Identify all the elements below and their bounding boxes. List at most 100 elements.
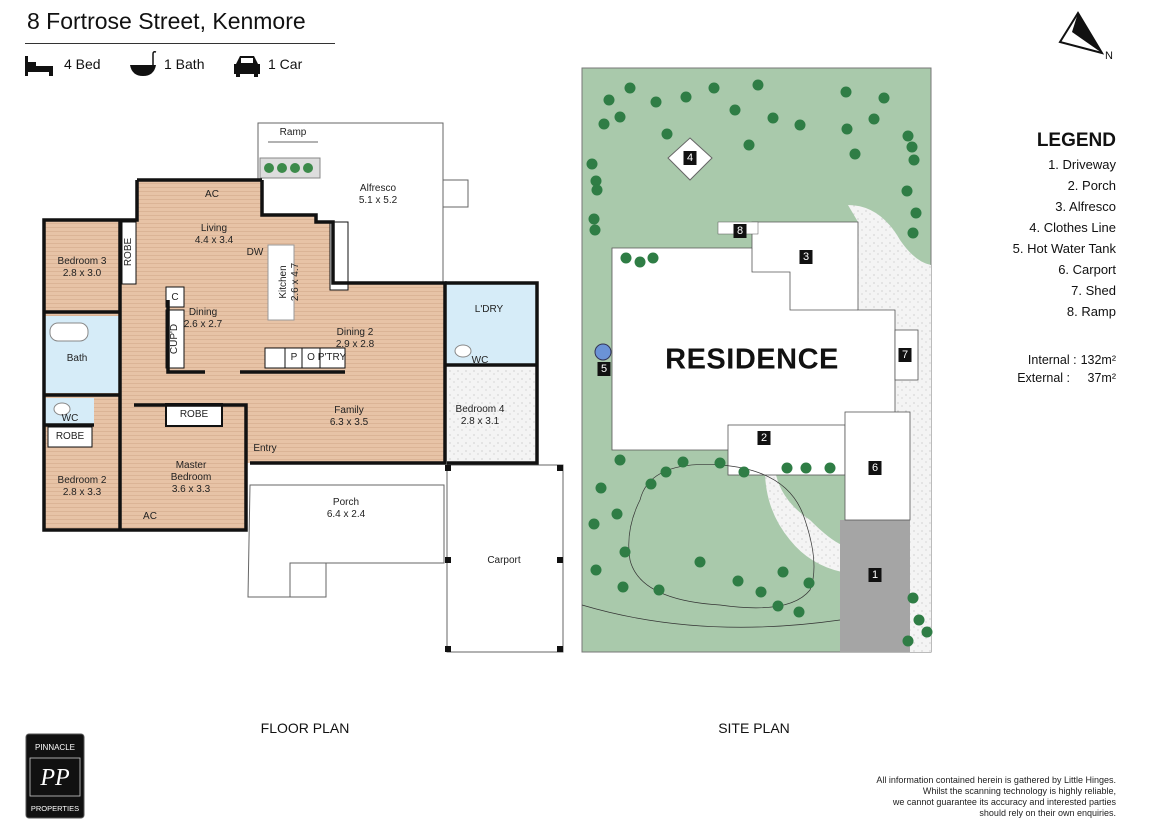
north-arrow-icon <box>1058 11 1105 55</box>
tree-icon <box>824 462 836 474</box>
room-wc-2: WC <box>471 355 489 366</box>
external-area-label: External : <box>1017 371 1070 385</box>
tree-icon <box>840 86 852 98</box>
trees <box>586 79 933 647</box>
pantry-p-label: P <box>290 352 298 363</box>
legend-item: 4. Clothes Line <box>1029 220 1116 235</box>
tree-icon <box>878 92 890 104</box>
bed-icon <box>25 56 53 76</box>
external-area-value: 37m² <box>1087 371 1116 385</box>
tree-icon <box>743 139 755 151</box>
pantry-label: P'TRY <box>317 352 347 363</box>
tree-icon <box>772 600 784 612</box>
tree-icon <box>913 614 925 626</box>
floor-plan-caption: FLOOR PLAN <box>260 720 350 736</box>
tree-icon <box>767 112 779 124</box>
bed-count: 4 Bed <box>64 56 101 72</box>
tree-icon <box>906 141 918 153</box>
room-carport: Carport <box>487 555 521 566</box>
tree-icon <box>647 252 659 264</box>
tree-icon <box>777 566 789 578</box>
tree-icon <box>907 227 919 239</box>
title-divider <box>25 43 335 44</box>
bath-icon <box>130 51 157 76</box>
tree-icon <box>803 577 815 589</box>
tree-icon <box>738 466 750 478</box>
entry-label: Entry <box>253 443 277 454</box>
marker-3: 3 <box>799 250 813 264</box>
dishwasher-label: DW <box>246 247 264 258</box>
disclaimer-line: All information contained herein is gath… <box>876 775 1116 785</box>
tree-icon <box>653 584 665 596</box>
tree-icon <box>800 462 812 474</box>
tree-icon <box>849 148 861 160</box>
tree-icon <box>611 508 623 520</box>
site-plan-caption: SITE PLAN <box>718 720 790 736</box>
tree-icon <box>591 184 603 196</box>
svg-text:PINNACLE: PINNACLE <box>35 743 75 752</box>
tree-icon <box>624 82 636 94</box>
disclaimer: All information contained herein is gath… <box>876 775 1116 819</box>
floor-plan <box>42 122 564 653</box>
tree-icon <box>634 256 646 268</box>
room-bath: Bath <box>66 353 88 364</box>
tree-icon <box>868 113 880 125</box>
tree-icon <box>660 466 672 478</box>
bedroom4-floor <box>445 365 537 463</box>
room-laundry: L'DRY <box>474 304 504 315</box>
tree-icon <box>901 185 913 197</box>
tree-icon <box>677 456 689 468</box>
tree-icon <box>620 252 632 264</box>
tree-icon <box>752 79 764 91</box>
marker-8: 8 <box>733 224 747 238</box>
site-plan <box>581 67 933 653</box>
robe-label: ROBE <box>179 409 209 420</box>
ramp-label: Ramp <box>279 127 307 138</box>
internal-area-label: Internal : <box>1027 353 1077 367</box>
tree-icon <box>614 111 626 123</box>
cupboard-c-label: C <box>171 292 179 303</box>
disclaimer-line: Whilst the scanning technology is highly… <box>922 786 1116 796</box>
porch-steps <box>289 562 327 598</box>
pinnacle-logo: PINNACLE PP PROPERTIES <box>25 733 85 819</box>
garden-path <box>765 470 842 572</box>
marker-5: 5 <box>597 362 611 376</box>
tree-icon <box>586 158 598 170</box>
marker-2: 2 <box>757 431 771 445</box>
disclaimer-line: should rely on their own enquiries. <box>979 808 1116 818</box>
tree-icon <box>921 626 933 638</box>
tree-icon <box>680 91 692 103</box>
robe-label: ROBE <box>55 431 85 442</box>
legend-item: 8. Ramp <box>1066 304 1116 319</box>
marker-1: 1 <box>868 568 882 582</box>
alfresco-steps <box>442 179 469 208</box>
tree-icon <box>590 564 602 576</box>
tree-icon <box>588 518 600 530</box>
tree-icon <box>589 224 601 236</box>
room-wc: WC <box>61 413 79 424</box>
tree-icon <box>619 546 631 558</box>
ac-label: AC <box>143 511 157 522</box>
legend-item: 2. Porch <box>1067 178 1116 193</box>
car-count: 1 Car <box>268 56 303 72</box>
tree-icon <box>907 592 919 604</box>
tree-icon <box>793 606 805 618</box>
gravel-path <box>848 205 931 652</box>
tree-icon <box>841 123 853 135</box>
tree-icon <box>661 128 673 140</box>
driveway <box>840 520 910 652</box>
legend-item: 6. Carport <box>1058 262 1116 277</box>
tree-icon <box>910 207 922 219</box>
disclaimer-line: we cannot guarantee its accuracy and int… <box>892 797 1116 807</box>
svg-text:PROPERTIES: PROPERTIES <box>31 804 79 813</box>
tree-icon <box>902 635 914 647</box>
tree-icon <box>614 454 626 466</box>
